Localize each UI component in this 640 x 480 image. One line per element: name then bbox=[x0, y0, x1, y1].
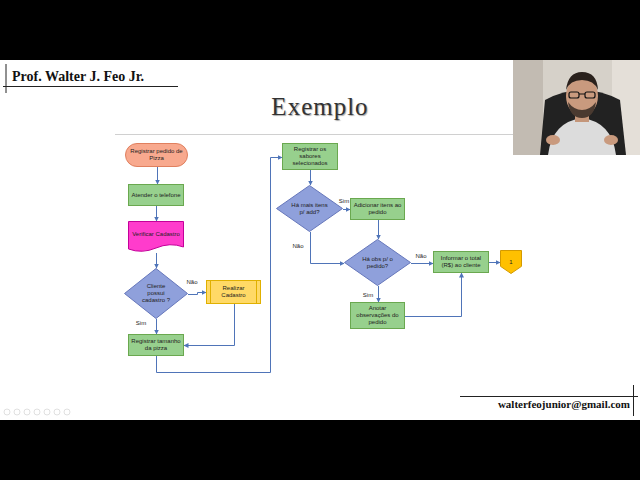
process-box-fill bbox=[351, 199, 405, 220]
node-text-group: 1 bbox=[509, 259, 512, 266]
decision-diamond: Há mais itens p/ add? bbox=[276, 185, 343, 232]
header-rule bbox=[6, 64, 7, 93]
decision-diamond-fill bbox=[125, 269, 188, 319]
node-text-group: Cliente possui cadastro ? bbox=[138, 283, 174, 304]
offpage-connector-fill bbox=[501, 251, 522, 274]
process-box-fill bbox=[283, 144, 338, 170]
node-label: Há obs p/ o pedido? bbox=[359, 256, 397, 270]
edge-label: Sim bbox=[362, 292, 374, 299]
node-label: Informar o total (R$) ao cliente bbox=[436, 255, 486, 269]
process-box: Informar o total (R$) ao cliente bbox=[433, 251, 489, 273]
flow-connector bbox=[156, 253, 157, 268]
process-box-fill bbox=[351, 303, 405, 329]
node-label: Anotar observações do pedido bbox=[353, 305, 402, 326]
flow-connector bbox=[184, 304, 235, 346]
footer-rule bbox=[460, 396, 638, 397]
process-box: Registrar tamanho da pizza bbox=[128, 334, 184, 356]
process-box: Adicionar itens ao pedido bbox=[350, 198, 405, 220]
flow-connector bbox=[311, 232, 345, 264]
webcam-image bbox=[513, 60, 640, 155]
inner-bar bbox=[210, 281, 211, 304]
node-label: Registrar os sabores selecionados bbox=[285, 146, 335, 167]
edge-label: Não bbox=[291, 243, 304, 250]
flow-connector bbox=[405, 273, 462, 317]
terminator-fill bbox=[126, 144, 188, 167]
footer-rule bbox=[633, 385, 634, 416]
node-text-group: Realizar Cadastro bbox=[212, 285, 255, 299]
player-icons bbox=[4, 409, 70, 415]
flow-connector bbox=[411, 263, 433, 264]
edge-label: Não bbox=[185, 279, 198, 286]
node-label: 1 bbox=[509, 259, 512, 266]
node-label: Cliente possui cadastro ? bbox=[138, 283, 174, 304]
flow-connector bbox=[378, 286, 379, 302]
email-address: walterfeojunior@gmail.com bbox=[498, 398, 630, 410]
flow-connector bbox=[156, 206, 157, 221]
node-text-group: Verificar Cadastro bbox=[132, 231, 180, 238]
process-box: Anotar observações do pedido bbox=[350, 302, 405, 329]
node-text-group: Anotar observações do pedido bbox=[353, 305, 402, 326]
node-label: Registrar tamanho da pizza bbox=[131, 338, 181, 352]
node-label: Registrar pedido de Pizza bbox=[128, 148, 185, 162]
edge-label: Não bbox=[414, 253, 427, 260]
node-text-group: Registrar pedido de Pizza bbox=[128, 148, 185, 162]
node-label: Adicionar itens ao pedido bbox=[353, 202, 402, 216]
flow-connector bbox=[343, 209, 350, 210]
node-label: Há mais itens p/ add? bbox=[291, 202, 329, 216]
terminator: Registrar pedido de Pizza bbox=[125, 143, 188, 167]
process-box-fill bbox=[129, 335, 184, 356]
decision-diamond-fill bbox=[345, 240, 411, 286]
author-name: Prof. Walter J. Feo Jr. bbox=[12, 69, 144, 85]
predefined-process-fill bbox=[207, 281, 261, 304]
node-label: Verificar Cadastro bbox=[132, 231, 180, 238]
header-rule bbox=[3, 86, 178, 87]
decision-diamond: Há obs p/ o pedido? bbox=[344, 239, 411, 286]
slide-area bbox=[0, 60, 640, 420]
edge-label: Sim bbox=[135, 320, 147, 327]
node-text-group: Registrar tamanho da pizza bbox=[131, 338, 181, 352]
flow-connector bbox=[157, 167, 158, 184]
node-text-group: Registrar os sabores selecionados bbox=[285, 146, 335, 167]
node-text-group: Informar o total (R$) ao cliente bbox=[436, 255, 486, 269]
document-shape: Verificar Cadastro bbox=[128, 221, 184, 253]
decision-diamond: Cliente possui cadastro ? bbox=[124, 268, 188, 319]
node-label: Realizar Cadastro bbox=[212, 285, 255, 299]
process-box-fill bbox=[434, 252, 489, 273]
node-text-group: Atender o telefone bbox=[131, 192, 180, 199]
process-box-fill bbox=[129, 185, 184, 206]
inner-bar bbox=[256, 281, 257, 304]
decision-diamond-fill bbox=[277, 186, 343, 232]
flow-connector bbox=[156, 319, 157, 334]
slide-title: Exemplo bbox=[0, 93, 640, 121]
predefined-process: Realizar Cadastro bbox=[206, 280, 261, 304]
process-box: Registrar os sabores selecionados bbox=[282, 143, 338, 170]
node-text-group: Há mais itens p/ add? bbox=[291, 202, 329, 216]
flow-connector bbox=[489, 262, 500, 263]
node-text-group: Há obs p/ o pedido? bbox=[359, 256, 397, 270]
flow-connector bbox=[378, 220, 379, 239]
process-box: Atender o telefone bbox=[128, 184, 184, 206]
node-label: Atender o telefone bbox=[131, 192, 180, 199]
edge-label: Sim bbox=[338, 198, 350, 205]
flow-connector bbox=[310, 170, 311, 185]
document-shape-fill bbox=[129, 222, 184, 252]
node-text-group: Adicionar itens ao pedido bbox=[353, 202, 402, 216]
offpage-connector: 1 bbox=[500, 250, 522, 274]
flow-connector bbox=[188, 293, 206, 295]
